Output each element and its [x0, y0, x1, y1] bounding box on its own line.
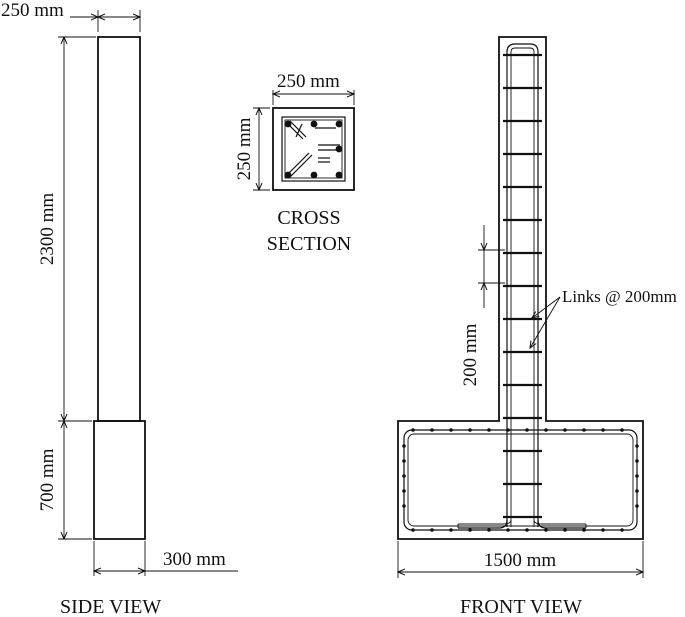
footing-bar-dot: [506, 428, 510, 432]
front-links: [503, 53, 542, 519]
footing-bar-dot: [402, 504, 406, 508]
links-callout: Links @ 200mm: [530, 287, 677, 348]
footing-bar-dot: [468, 428, 472, 432]
cross-section: 250 mm 250 mm CROSS SECTION: [234, 71, 354, 255]
footing-bar-dot: [506, 528, 510, 532]
front-footing-bars: [402, 428, 639, 532]
footing-bar-dot: [449, 428, 453, 432]
footing-bar-dot: [544, 528, 548, 532]
links-callout-label: Links @ 200mm: [562, 287, 677, 306]
rebar-dot: [310, 120, 318, 128]
side-height-base-dimension: 700 mm: [37, 421, 92, 539]
footing-bar-dot: [487, 428, 491, 432]
footing-bar-dot: [525, 428, 529, 432]
side-width-top-label: 250 mm: [1, 0, 64, 21]
footing-bar-dot: [582, 428, 586, 432]
footing-bar-dot: [563, 528, 567, 532]
footing-bar-dot: [635, 504, 639, 508]
cross-section-bars: [284, 120, 343, 179]
side-base-outline: [93, 420, 146, 540]
front-base-width-dimension: 1500 mm: [398, 541, 643, 578]
rebar-dot: [284, 120, 292, 128]
cross-width-dimension: 250 mm: [273, 71, 354, 105]
cross-section-link-inner: [284, 119, 343, 179]
cross-section-caption-line1: CROSS: [277, 207, 340, 229]
footing-bar-dot: [635, 474, 639, 478]
side-height-base-label: 700 mm: [37, 448, 58, 511]
front-link-spacing-dimension: 200 mm: [460, 225, 505, 386]
footing-bar-dot: [402, 444, 406, 448]
cross-width-label: 250 mm: [277, 71, 340, 92]
front-column-bars: [457, 43, 587, 529]
footing-bar-dot: [411, 428, 415, 432]
footing-bar-dot: [487, 528, 491, 532]
footing-bar-dot: [402, 459, 406, 463]
footing-bar-dot: [411, 528, 415, 532]
footing-bar-dot: [635, 489, 639, 493]
cross-section-link: [281, 116, 346, 182]
cross-height-label: 250 mm: [234, 117, 255, 180]
footing-bar-dot: [601, 528, 605, 532]
footing-bar-dot: [635, 459, 639, 463]
rebar-dot: [310, 171, 318, 179]
footing-bar-dot: [544, 428, 548, 432]
footing-bar-dot: [402, 474, 406, 478]
rebar-dot: [335, 145, 343, 153]
side-height-column-label: 2300 mm: [37, 193, 58, 266]
cross-section-outline: [272, 107, 355, 191]
side-view-caption: SIDE VIEW: [60, 596, 161, 617]
rebar-dot: [335, 171, 343, 179]
footing-bar-dot: [582, 528, 586, 532]
cross-section-caption-line2: SECTION: [267, 233, 351, 255]
side-width-top-dimension: 250 mm: [1, 0, 140, 32]
footing-bar-dot: [430, 428, 434, 432]
side-width-base-label: 300 mm: [163, 549, 226, 570]
side-width-base-dimension: 300 mm: [94, 541, 238, 576]
rebar-dot: [284, 171, 292, 179]
side-column-outline: [97, 36, 141, 422]
footing-bar-dot: [563, 428, 567, 432]
front-link-spacing-label: 200 mm: [460, 323, 481, 386]
footing-bar-dot: [430, 528, 434, 532]
side-view: 250 mm 2300 mm 700 mm 300 mm SIDE VIEW: [1, 0, 238, 617]
cross-height-dimension: 250 mm: [234, 108, 270, 190]
footing-bar-dot: [449, 528, 453, 532]
rebar-dot: [335, 120, 343, 128]
front-view-caption: FRONT VIEW: [460, 596, 582, 617]
footing-bar-dot: [620, 428, 624, 432]
front-base-width-label: 1500 mm: [484, 550, 557, 571]
footing-bar-dot: [468, 528, 472, 532]
front-footing-cage: [403, 429, 638, 531]
footing-bar-dot: [620, 528, 624, 532]
cross-section-ties: [286, 120, 340, 178]
front-outline: [397, 36, 644, 540]
footing-bar-dot: [402, 489, 406, 493]
side-height-column-dimension: 2300 mm: [37, 37, 96, 421]
front-view: 200 mm Links @ 200mm 1500 mm FRONT VIEW: [397, 36, 677, 617]
footing-bar-dot: [635, 444, 639, 448]
footing-bar-dot: [601, 428, 605, 432]
footing-bar-dot: [525, 528, 529, 532]
